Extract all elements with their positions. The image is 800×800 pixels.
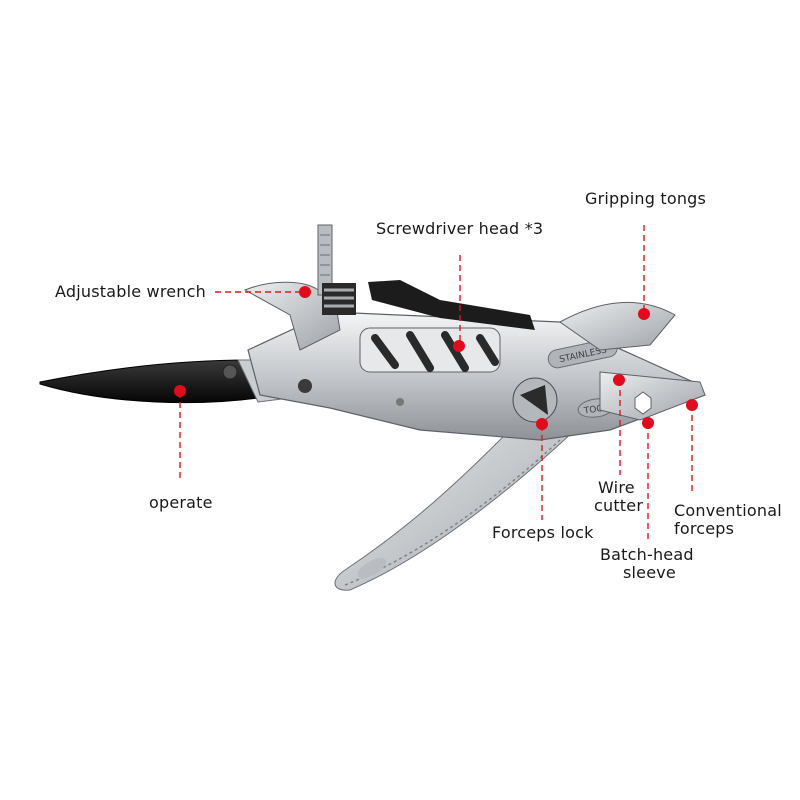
label-batch-head-sleeve-line2: sleeve xyxy=(623,563,676,582)
label-forceps-lock: Forceps lock xyxy=(492,523,594,542)
label-operate: operate xyxy=(149,493,213,512)
marker-screwdriver-head xyxy=(453,340,465,352)
label-screwdriver-head: Screwdriver head *3 xyxy=(376,219,544,238)
label-conventional-forceps-line1: Conventional xyxy=(674,501,782,520)
marker-adjustable-wrench xyxy=(299,286,311,298)
label-gripping-tongs: Gripping tongs xyxy=(585,189,707,208)
adjustable-wrench-head xyxy=(243,224,356,351)
saw-blade xyxy=(334,419,577,591)
marker-operate xyxy=(174,385,186,397)
marker-conventional-forceps xyxy=(686,399,698,411)
label-adjustable-wrench: Adjustable wrench xyxy=(55,282,206,301)
marker-forceps-lock xyxy=(536,418,548,430)
marker-batch-head-sleeve xyxy=(642,417,654,429)
label-wire-cutter-line1: Wire xyxy=(598,478,635,497)
label-batch-head-sleeve-line1: Batch-head xyxy=(600,545,694,564)
marker-gripping-tongs xyxy=(638,308,650,320)
label-wire-cutter-line2: cutter xyxy=(594,496,644,515)
label-conventional-forceps-line2: forceps xyxy=(674,519,735,538)
marker-wire-cutter xyxy=(613,374,625,386)
